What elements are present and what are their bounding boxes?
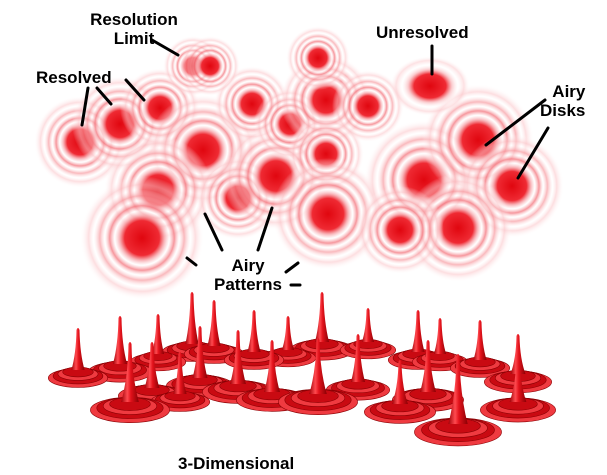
resolution-limit-line-2: Limit (78, 29, 190, 48)
airy-disks-label: Airy Disks (540, 82, 585, 120)
airy-pattern (80, 176, 204, 300)
airy-pattern (356, 186, 444, 274)
airy-disks-line-2: Disks (540, 101, 585, 120)
airy-cone (48, 328, 107, 388)
unresolved-label: Unresolved (376, 23, 469, 42)
airy-pattern (286, 26, 350, 90)
airy-patterns-3d (48, 292, 555, 446)
airy-cone (224, 310, 283, 370)
resolution-limit-line-1: Resolution (78, 10, 190, 29)
unresolved-pattern (390, 56, 470, 116)
three-dimensional-label: 3-Dimensional (178, 454, 294, 473)
airy-patterns-label: Airy Patterns (200, 256, 296, 294)
airy-disks-line-1: Airy (540, 82, 585, 101)
resolved-label: Resolved (36, 68, 112, 87)
airy-patterns-line-1: Airy (200, 256, 296, 275)
airy-patterns-line-2: Patterns (200, 275, 296, 294)
airy-patterns-2d (34, 26, 564, 300)
airy-cone (130, 314, 185, 371)
airy-cone (340, 308, 395, 359)
resolution-limit-label: Resolution Limit (78, 10, 190, 48)
